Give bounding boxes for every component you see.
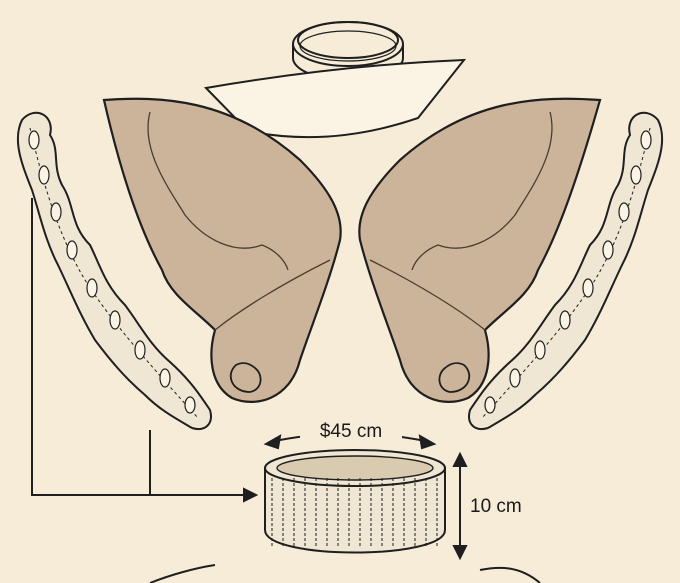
circumference-label: $45 cm [320, 421, 382, 442]
bottom-right-partial-piece [480, 568, 540, 583]
bottom-left-partial-piece [150, 565, 215, 583]
height-arrow [454, 454, 466, 558]
height-label: 10 cm [470, 496, 522, 517]
knit-cuff [265, 450, 445, 553]
